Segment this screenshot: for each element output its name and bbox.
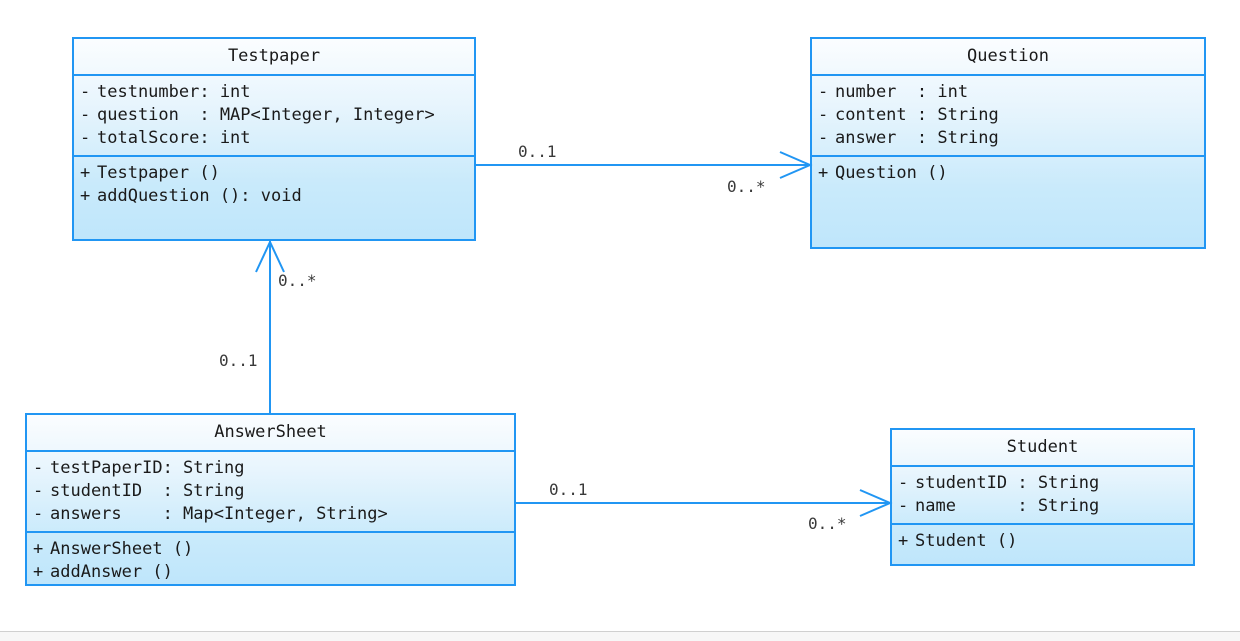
visibility-marker: - (80, 105, 91, 125)
class-box-testpaper[interactable]: Testpaper - testnumber: int - question :… (72, 37, 476, 241)
multiplicity-label-target-answersheet-testpaper: 0..* (278, 271, 317, 290)
class-name-student: Student (892, 430, 1193, 467)
attribute-row: - testnumber: int (74, 81, 474, 104)
operation-signature: AnswerSheet () (50, 539, 194, 559)
attribute-signature: totalScore: int (97, 128, 251, 148)
attribute-signature: question : MAP<Integer, Integer> (97, 105, 435, 125)
visibility-marker: - (33, 458, 44, 478)
attribute-signature: studentID : String (915, 473, 1100, 493)
class-name-answersheet: AnswerSheet (27, 415, 514, 452)
visibility-marker: + (898, 531, 909, 551)
operation-row: + Student () (892, 530, 1193, 553)
attributes-compartment-testpaper: - testnumber: int - question : MAP<Integ… (74, 76, 474, 157)
operation-row: + Testpaper () (74, 162, 474, 185)
arrowhead-icon-answersheet-student (859, 489, 893, 517)
operations-compartment-testpaper: + Testpaper () + addQuestion (): void (74, 157, 474, 239)
operations-compartment-question: + Question () (812, 157, 1204, 247)
multiplicity-label-source-testpaper-question: 0..1 (518, 142, 557, 161)
operation-signature: addAnswer () (50, 562, 173, 582)
class-name-question: Question (812, 39, 1204, 76)
attribute-row: - studentID : String (27, 480, 514, 503)
multiplicity-label-target-answersheet-student: 0..* (808, 514, 847, 533)
attribute-signature: name : String (915, 496, 1100, 516)
attribute-signature: number : int (835, 82, 969, 102)
operation-signature: Testpaper () (97, 163, 220, 183)
attribute-row: - question : MAP<Integer, Integer> (74, 104, 474, 127)
multiplicity-label-target-testpaper-question: 0..* (727, 177, 766, 196)
multiplicity-label-source-answersheet-student: 0..1 (549, 480, 588, 499)
attribute-signature: answers : Map<Integer, String> (50, 504, 388, 524)
association-line-answersheet-testpaper[interactable] (269, 241, 271, 413)
attribute-row: - name : String (892, 495, 1193, 518)
operation-signature: Question () (835, 163, 948, 183)
operation-signature: addQuestion (): void (97, 186, 302, 206)
attribute-signature: studentID : String (50, 481, 245, 501)
visibility-marker: + (33, 562, 44, 582)
association-line-answersheet-student[interactable] (516, 502, 890, 504)
attribute-signature: content : String (835, 105, 999, 125)
visibility-marker: - (818, 105, 829, 125)
operations-compartment-student: + Student () (892, 525, 1193, 564)
operation-row: + AnswerSheet () (27, 538, 514, 561)
attributes-compartment-student: - studentID : String - name : String (892, 467, 1193, 525)
class-box-student[interactable]: Student - studentID : String - name : St… (890, 428, 1195, 566)
operation-row: + Question () (812, 162, 1204, 185)
multiplicity-label-source-answersheet-testpaper: 0..1 (219, 351, 258, 370)
attributes-compartment-question: - number : int - content : String - answ… (812, 76, 1204, 157)
arrowhead-icon-answersheet-testpaper (255, 239, 285, 273)
class-box-question[interactable]: Question - number : int - content : Stri… (810, 37, 1206, 249)
attribute-signature: testPaperID: String (50, 458, 245, 478)
attribute-row: - testPaperID: String (27, 457, 514, 480)
operations-compartment-answersheet: + AnswerSheet () + addAnswer () (27, 533, 514, 589)
visibility-marker: - (898, 473, 909, 493)
visibility-marker: - (80, 82, 91, 102)
attribute-row: - answers : Map<Integer, String> (27, 503, 514, 526)
attributes-compartment-answersheet: - testPaperID: String - studentID : Stri… (27, 452, 514, 533)
class-name-testpaper: Testpaper (74, 39, 474, 76)
footer-divider (0, 631, 1240, 632)
operation-row: + addAnswer () (27, 561, 514, 584)
visibility-marker: + (818, 163, 829, 183)
visibility-marker: - (818, 82, 829, 102)
visibility-marker: - (33, 504, 44, 524)
attribute-row: - totalScore: int (74, 127, 474, 150)
footer-strip (0, 632, 1240, 641)
visibility-marker: - (818, 128, 829, 148)
visibility-marker: - (33, 481, 44, 501)
visibility-marker: + (33, 539, 44, 559)
operation-signature: Student () (915, 531, 1018, 551)
attribute-signature: answer : String (835, 128, 999, 148)
attribute-row: - number : int (812, 81, 1204, 104)
attribute-row: - answer : String (812, 127, 1204, 150)
visibility-marker: + (80, 186, 91, 206)
attribute-row: - studentID : String (892, 472, 1193, 495)
attribute-signature: testnumber: int (97, 82, 251, 102)
visibility-marker: - (80, 128, 91, 148)
operation-row: + addQuestion (): void (74, 185, 474, 208)
association-line-testpaper-question[interactable] (476, 164, 810, 166)
attribute-row: - content : String (812, 104, 1204, 127)
class-box-answersheet[interactable]: AnswerSheet - testPaperID: String - stud… (25, 413, 516, 586)
visibility-marker: + (80, 163, 91, 183)
visibility-marker: - (898, 496, 909, 516)
arrowhead-icon-testpaper-question (779, 151, 813, 179)
